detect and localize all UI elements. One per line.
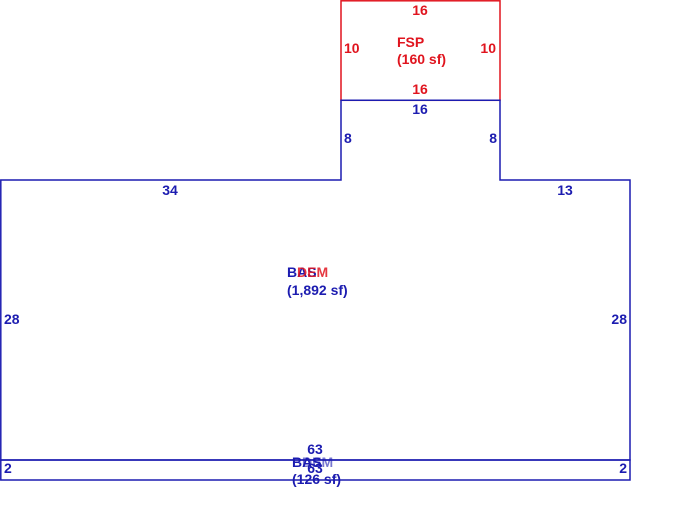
main-area-label: (1,892 sf) xyxy=(287,282,348,298)
strip-left-dimension: 2 xyxy=(4,460,12,476)
porch-right-dimension: 10 xyxy=(480,40,496,56)
strip-overlay-code-label: DEM xyxy=(302,454,333,470)
main-top-left-dimension: 34 xyxy=(162,182,178,198)
porch-area-label: (160 sf) xyxy=(397,51,446,67)
main-bottom-dimension: 63 xyxy=(307,441,323,457)
strip-top-dimension: 63 xyxy=(307,460,323,476)
main-overlay-code-label: DEM xyxy=(297,264,328,280)
strip-area-outline xyxy=(0,459,631,481)
porch-left-dimension: 10 xyxy=(344,40,360,56)
main-right-dimension: 28 xyxy=(611,311,627,327)
main-left-dimension: 28 xyxy=(4,311,20,327)
porch-bottom-dimension: 16 xyxy=(412,81,428,97)
strip-area-label: (126 sf) xyxy=(292,471,341,487)
strip-code-label: BAS xyxy=(292,454,322,470)
main-top-right-dimension: 13 xyxy=(557,182,573,198)
porch-top-dimension: 16 xyxy=(412,2,428,18)
strip-right-dimension: 2 xyxy=(619,460,627,476)
bump-top-dimension: 16 xyxy=(412,101,428,117)
main-code-label: BAS xyxy=(287,264,317,280)
porch-code-label: FSP xyxy=(397,34,424,50)
main-area-outline xyxy=(0,99,631,461)
bump-left-dimension: 8 xyxy=(344,130,352,146)
bump-right-dimension: 8 xyxy=(489,130,497,146)
